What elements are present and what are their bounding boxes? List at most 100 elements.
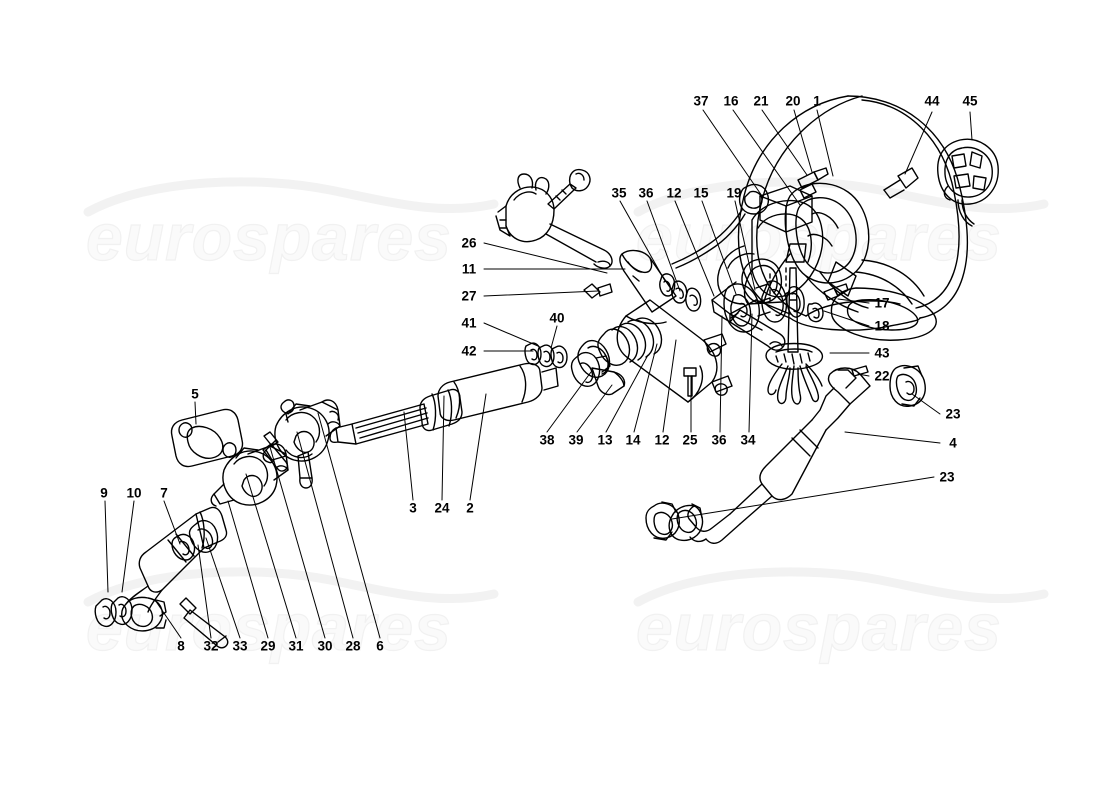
callout-30: 30 [317,638,333,654]
leader-line [674,200,715,297]
leader-line [734,200,756,291]
callout-23: 23 [939,469,955,485]
leader-line [646,200,681,292]
callout-36: 36 [711,432,727,448]
callout-36: 36 [638,185,654,201]
callout-26: 26 [461,235,477,251]
washer-stack-41-42 [524,342,568,369]
leader-line [837,298,870,304]
leader-line [619,200,666,282]
callout-38: 38 [539,432,555,448]
leader-line [748,313,753,433]
callout-7: 7 [160,485,168,501]
clamp-lever-39 [591,367,626,396]
contact-switch-37 [671,183,770,269]
callout-3: 3 [409,500,417,516]
callout-33: 33 [232,638,248,654]
callout-18: 18 [874,318,890,334]
leader-line [576,384,613,433]
callout-39: 39 [568,432,584,448]
bolt-8 [179,597,229,649]
callout-19: 19 [726,185,742,201]
leader-line [104,500,109,593]
leader-line [633,343,658,433]
leader-line [605,354,649,433]
leader-line [403,411,414,501]
callout-29: 29 [260,638,276,654]
leader-line [227,500,269,639]
leader-line [469,393,487,501]
leader-line [732,109,801,206]
leader-line [761,109,808,176]
callout-37: 37 [693,93,709,109]
leader-line [194,401,197,425]
callout-12: 12 [666,185,682,201]
leader-line [269,446,326,639]
screw-25 [683,367,697,397]
universal-joint-6 [262,399,341,489]
upper-shaft-2 [437,362,559,422]
leader-line [205,537,241,639]
leader-line [121,500,135,593]
callout-41: 41 [461,315,477,331]
callout-21: 21 [753,93,769,109]
lower-link-shaft-7 [121,506,228,632]
callout-11: 11 [461,261,477,277]
leader-line [662,339,677,433]
callout-1: 1 [813,93,821,109]
bearing-stack [659,273,805,333]
leader-line [911,393,941,415]
callout-12: 12 [654,432,670,448]
end-flange-38 [570,351,611,387]
callout-20: 20 [785,93,801,109]
callout-24: 24 [434,500,450,516]
callout-16: 16 [723,93,739,109]
leader-line [296,431,354,639]
leader-line [969,111,973,141]
key-22 [851,365,869,377]
ignition-lock-26 [495,168,613,269]
leader-line [671,476,935,520]
leader-line [793,109,813,173]
lock-washer-9 [94,598,117,628]
leader-line [245,473,297,639]
mounting-flange-5 [170,408,244,468]
column-housing-1 [711,167,829,331]
callout-44: 44 [924,93,940,109]
callout-31: 31 [288,638,304,654]
washer-18 [807,302,824,323]
bolt-28 [280,399,295,423]
callout-43: 43 [874,345,890,361]
callout-42: 42 [461,343,477,359]
horn-contact-ring-45 [937,138,999,227]
callout-14: 14 [625,432,641,448]
callout-2: 2 [466,500,474,516]
leader-line [546,371,592,433]
bolt-16 [799,183,817,199]
leader-line [483,322,539,347]
bolt-30 [262,431,289,472]
callout-4: 4 [949,435,957,451]
yoke-23-upper [889,364,926,407]
leader-line [154,599,182,639]
callout-40: 40 [549,310,565,326]
leader-line [816,109,834,177]
callout-15: 15 [693,185,709,201]
callout-34: 34 [740,432,756,448]
callout-23: 23 [945,406,961,422]
leader-line [317,412,381,639]
callout-17: 17 [874,295,890,311]
leader-line [702,109,763,197]
callout-22: 22 [874,368,890,384]
leader-line [163,500,181,545]
leader-line [857,373,870,377]
yoke-23-lower [645,501,680,541]
leader-line [197,544,212,639]
callout-28: 28 [345,638,361,654]
leader-line [701,200,737,295]
callout-5: 5 [191,386,199,402]
leader-line [844,431,941,444]
